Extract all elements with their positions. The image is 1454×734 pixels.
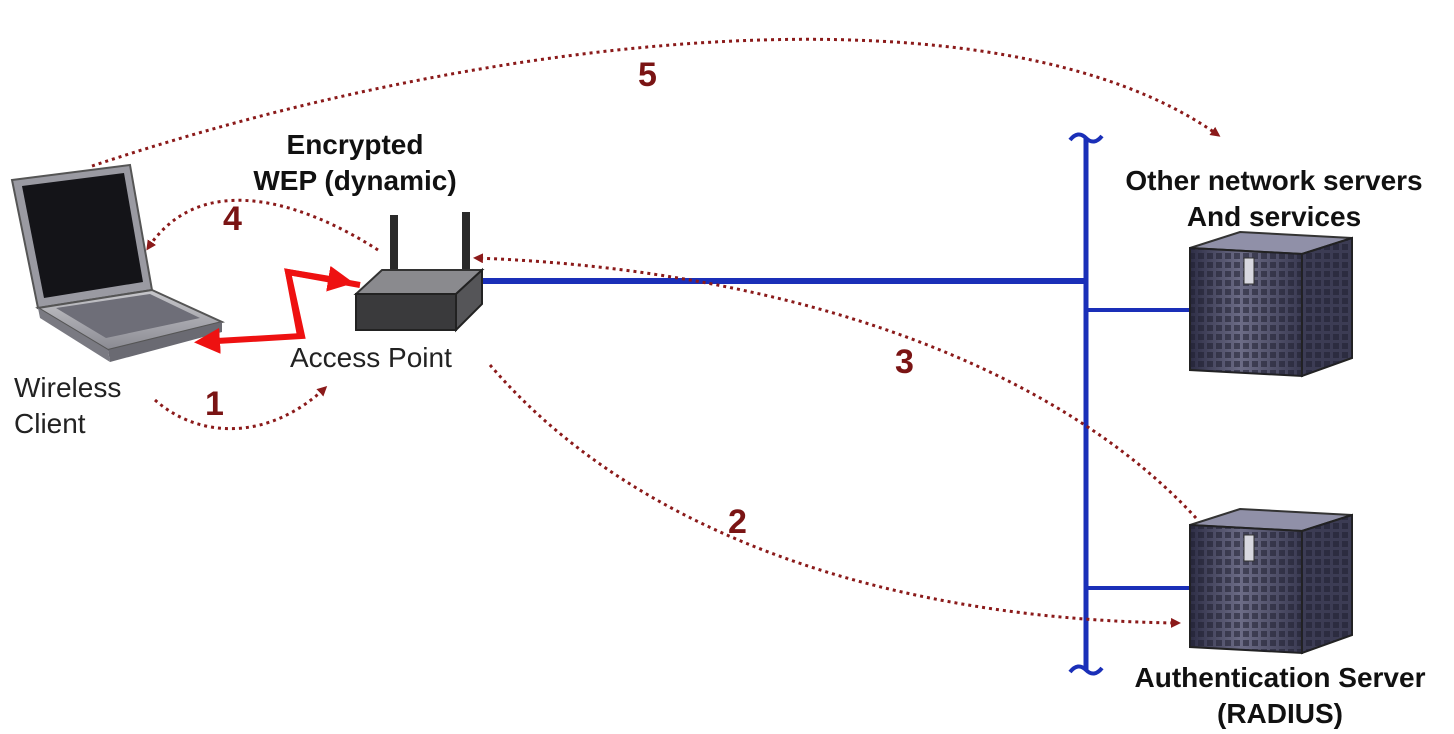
network-backbone [482, 134, 1192, 673]
auth-server-label-line2: (RADIUS) [1110, 696, 1450, 732]
other-servers-label-line2: And services [1104, 199, 1444, 235]
flow-arrow-2 [490, 365, 1178, 623]
router-icon [356, 212, 482, 330]
encrypted-label-line2: WEP (dynamic) [250, 163, 460, 199]
step-5-number: 5 [638, 56, 657, 95]
wireless-client-label-line1: Wireless [14, 370, 121, 406]
other-servers-label-line1: Other network servers [1104, 163, 1444, 199]
server-tower-icon [1190, 509, 1352, 653]
step-2-number: 2 [728, 503, 747, 542]
wireless-client-label-line2: Client [14, 406, 121, 442]
auth-server-label-line1: Authentication Server [1110, 660, 1450, 696]
encrypted-label: Encrypted WEP (dynamic) [250, 127, 460, 199]
auth-server-label: Authentication Server (RADIUS) [1110, 660, 1450, 732]
step-4-number: 4 [223, 200, 242, 239]
flow-arrow-1 [155, 388, 325, 429]
laptop-icon [12, 165, 222, 362]
flow-arrow-4 [148, 200, 378, 250]
step-1-number: 1 [205, 385, 224, 424]
encrypted-label-line1: Encrypted [250, 127, 460, 163]
server-tower-icon [1190, 232, 1352, 376]
other-servers-label: Other network servers And services [1104, 163, 1444, 235]
wireless-link [200, 272, 360, 342]
step-3-number: 3 [895, 343, 914, 382]
access-point-label: Access Point [290, 340, 452, 376]
wireless-client-label: Wireless Client [14, 370, 121, 442]
